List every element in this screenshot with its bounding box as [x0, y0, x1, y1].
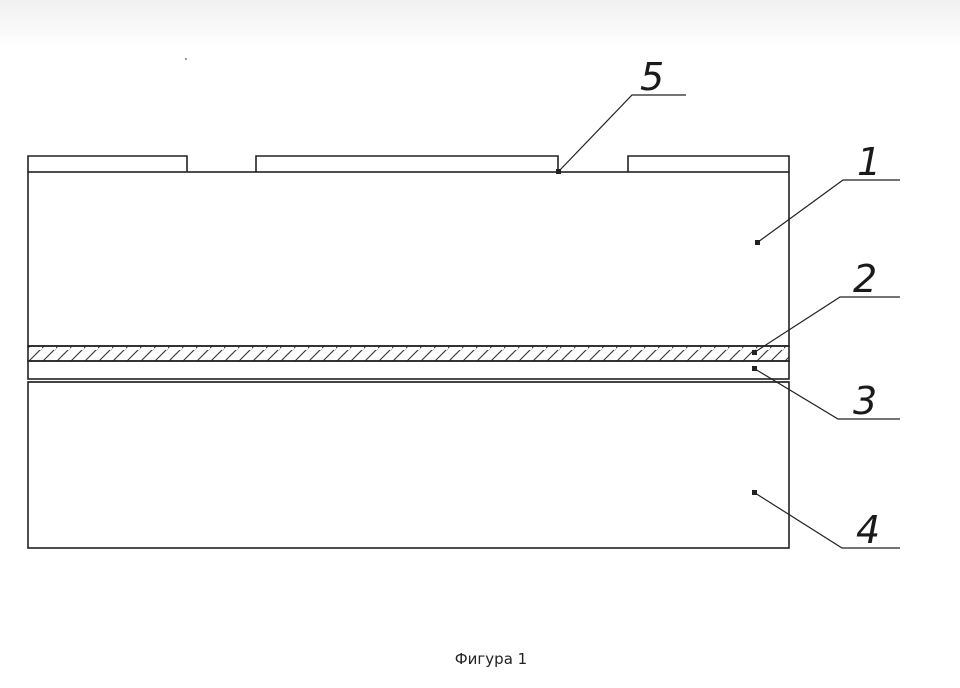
leader-dot-3 — [752, 366, 757, 371]
label-4: 4 — [856, 508, 880, 552]
leader-dot-5 — [556, 169, 561, 174]
leader-dot-2 — [752, 350, 757, 355]
layer-2-hatched — [27, 345, 790, 362]
leader-line-4 — [754, 492, 900, 549]
label-2: 2 — [853, 257, 877, 301]
label-5: 5 — [640, 55, 664, 99]
label-3: 3 — [853, 379, 877, 423]
layer-4-substrate — [27, 381, 790, 549]
leader-dot-1 — [755, 240, 760, 245]
layer-3 — [27, 360, 790, 380]
electrode-right — [627, 155, 790, 172]
label-1: 1 — [857, 140, 881, 184]
electrode-center — [255, 155, 559, 172]
scan-speck — [185, 58, 187, 60]
electrode-left — [27, 155, 188, 172]
leader-line-5 — [558, 94, 686, 172]
leader-line-2 — [754, 296, 900, 353]
scan-top-shade — [0, 0, 960, 46]
leader-dot-4 — [752, 490, 757, 495]
leader-line-1 — [757, 179, 900, 243]
leader-line-3 — [754, 368, 900, 420]
figure-caption: Фигура 1 — [455, 650, 527, 668]
layer-1 — [27, 171, 790, 347]
